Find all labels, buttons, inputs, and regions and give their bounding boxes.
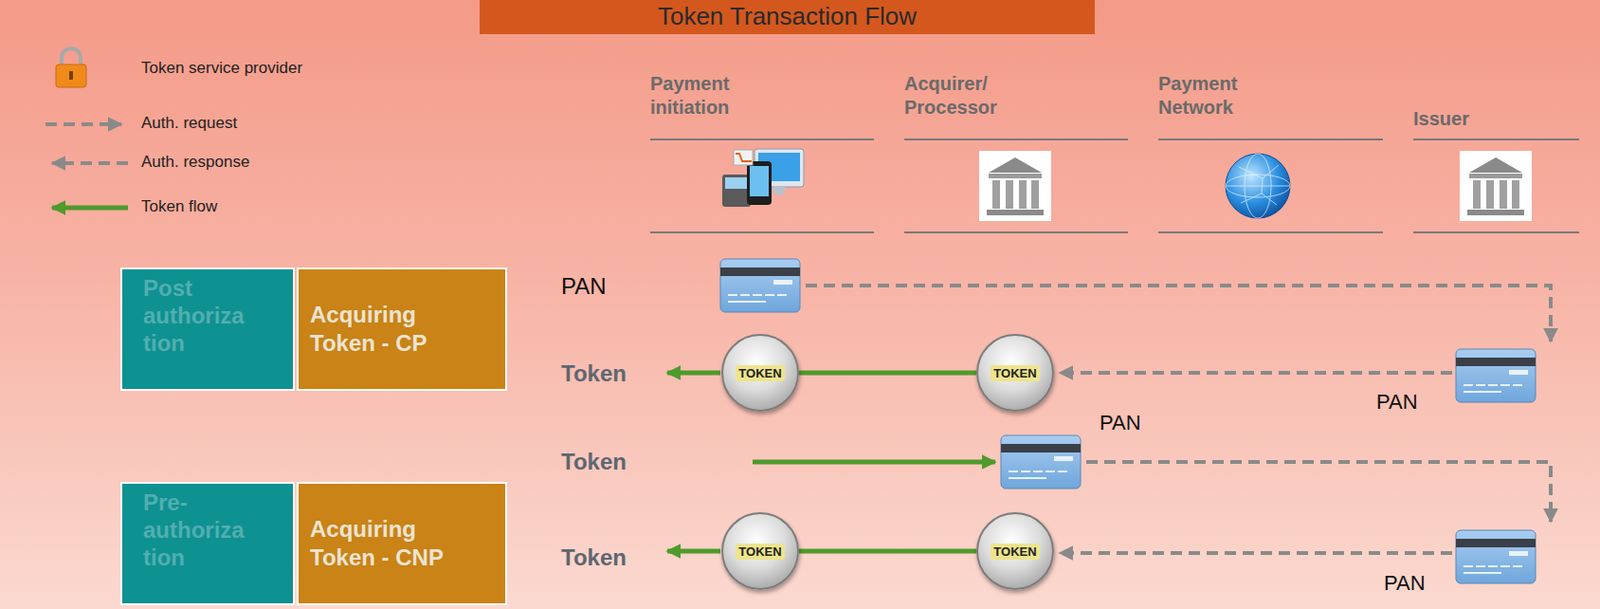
token-flow-connector — [799, 370, 977, 376]
token-circle: TOKEN — [976, 333, 1055, 412]
node-text: TOKEN — [990, 543, 1039, 560]
devices-icon — [722, 148, 804, 207]
label: Token — [561, 448, 627, 475]
label: PAN — [1383, 570, 1426, 596]
token-flow-sample — [52, 205, 128, 211]
legend-text: Auth. request — [141, 113, 237, 133]
card-icon — [1455, 348, 1536, 402]
token-flow-arrow — [667, 548, 721, 554]
token-circle: TOKEN — [976, 511, 1055, 590]
label: PAN — [561, 272, 607, 300]
legend-text: Auth. response — [141, 152, 250, 172]
column-rules — [650, 139, 1580, 233]
node-text: Acquiring Token - CNP — [309, 514, 472, 572]
label: PAN — [1376, 389, 1419, 415]
auth-request-arrow — [805, 285, 1551, 342]
token-flow-connector — [799, 548, 977, 554]
label: Payment Network — [1158, 72, 1301, 120]
label: Acquirer/ Processor — [904, 72, 1047, 120]
token-flow-arrow — [667, 370, 721, 376]
process-box: Acquiring Token - CP — [296, 267, 508, 391]
label: Token — [561, 360, 627, 387]
acquirer-bank-icon — [979, 150, 1052, 221]
request-sample — [45, 122, 122, 127]
label: Payment initiation — [650, 72, 793, 120]
label: PAN — [1099, 410, 1142, 436]
response-sample — [52, 161, 128, 165]
phase-box: Pre- authoriza tion — [120, 481, 295, 605]
process-box: Acquiring Token - CNP — [296, 481, 508, 605]
token-circle: TOKEN — [721, 511, 800, 590]
token-circle: TOKEN — [721, 333, 800, 412]
node-text: TOKEN — [735, 364, 784, 382]
auth-response-arrow — [1059, 370, 1453, 375]
card-icon — [720, 258, 800, 312]
label: Token — [561, 544, 627, 571]
node-text: TOKEN — [990, 364, 1039, 382]
legend-text: Token service provider — [141, 58, 303, 78]
lock-icon — [55, 48, 87, 88]
legend-text: Token flow — [141, 197, 218, 217]
card-icon — [1000, 435, 1081, 489]
auth-response-arrow — [1059, 550, 1453, 555]
globe-icon — [1225, 153, 1291, 219]
node-text: Pre- authoriza tion — [143, 489, 267, 571]
card-icon — [1455, 529, 1536, 583]
issuer-bank-icon — [1459, 150, 1532, 221]
title-bar — [479, 0, 1095, 35]
node-text: Acquiring Token - CP — [309, 300, 472, 358]
label: Issuer — [1413, 107, 1556, 131]
token-flow-arrow — [752, 459, 996, 465]
title: Token Transaction Flow — [479, 1, 1095, 32]
auth-request-arrow — [1086, 461, 1551, 522]
phase-box: Post authoriza tion — [120, 267, 295, 391]
node-text: Post authoriza tion — [143, 274, 267, 357]
node-text: TOKEN — [735, 543, 784, 560]
